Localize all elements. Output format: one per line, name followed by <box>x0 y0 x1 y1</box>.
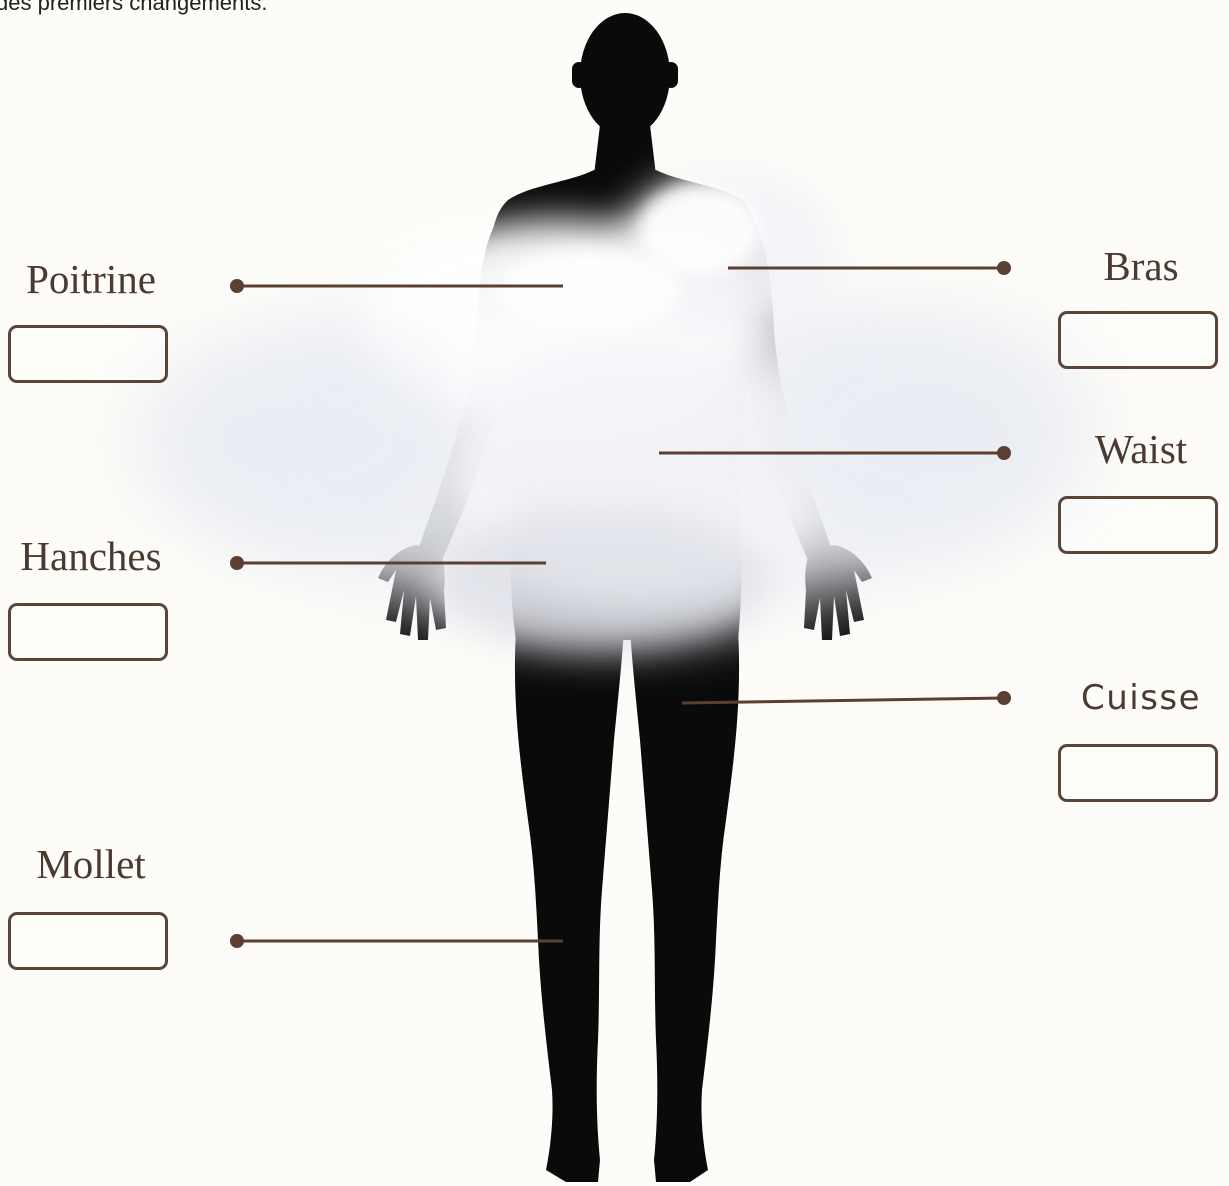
waist-input[interactable] <box>1058 496 1218 554</box>
bras-label: Bras <box>1056 246 1226 287</box>
cuisse-label: Cuisse <box>1056 681 1226 715</box>
waist-label: Waist <box>1056 429 1226 470</box>
poitrine-label: Poitrine <box>6 259 176 300</box>
hanches-input[interactable] <box>8 603 168 661</box>
mollet-label: Mollet <box>6 844 176 885</box>
bras-input[interactable] <box>1058 311 1218 369</box>
poitrine-input[interactable] <box>8 325 168 383</box>
cuisse-input[interactable] <box>1058 744 1218 802</box>
cloud-overlay <box>130 170 1100 650</box>
mollet-leader <box>230 934 563 948</box>
mollet-input[interactable] <box>8 912 168 970</box>
hanches-label: Hanches <box>6 536 176 577</box>
